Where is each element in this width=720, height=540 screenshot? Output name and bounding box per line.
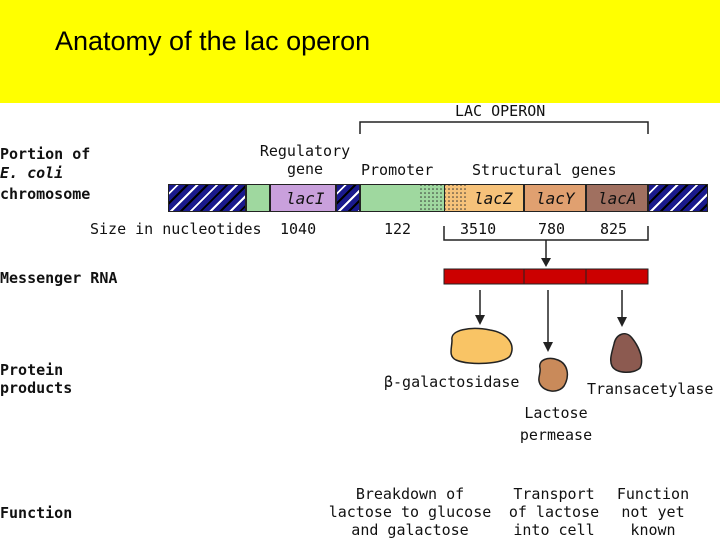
function-2-line1: Transport: [513, 485, 595, 503]
permease-label-line1: Lactose: [524, 404, 588, 422]
function-2-line2: of lactose: [508, 503, 600, 521]
permease-blob: [538, 357, 569, 392]
galactosidase-label: β-galactosidase: [384, 373, 520, 391]
row-label-protein: Protein: [0, 361, 64, 379]
lacI-segment: [270, 184, 336, 212]
chromosome-segment-right: [648, 184, 708, 212]
function-3-line2: not yet: [621, 503, 685, 521]
lacZ-dots: [445, 185, 467, 211]
operon-label: LAC OPERON: [455, 102, 546, 120]
size-label: Size in nucleotides: [90, 220, 262, 238]
permease-label-line2: permease: [519, 426, 593, 444]
function-2-line3: into cell: [513, 521, 595, 539]
row-label-ecoli: E. coli: [0, 164, 64, 182]
size-lacZ: 3510: [460, 220, 497, 238]
operon-bracket: [359, 121, 649, 134]
function-1-line2: lactose to glucose: [328, 503, 492, 521]
arrowhead-galactosidase: [475, 315, 485, 325]
size-lacY: 780: [538, 220, 566, 238]
structural-bracket: [443, 226, 649, 241]
chromosome-segment-mid: [336, 184, 360, 212]
gene-label: gene: [286, 160, 324, 178]
transacetylase-label: Transacetylase: [587, 380, 714, 398]
lacY-segment: [524, 184, 586, 212]
lacA-segment: [586, 184, 648, 212]
function-1-line3: and galactose: [351, 521, 469, 539]
page-title: Anatomy of the lac operon: [55, 26, 371, 56]
row-label-portion: Portion of: [0, 145, 91, 163]
row-label-mrna: Messenger RNA: [0, 269, 118, 287]
arrowhead-permease: [543, 342, 553, 352]
transacetylase-blob: [610, 333, 643, 373]
lacI-gene-label: lacI: [286, 189, 325, 208]
promoter-dots: [418, 185, 444, 211]
function-1-line1: Breakdown of: [355, 485, 465, 503]
lacA-gene-label: lacA: [598, 189, 637, 208]
function-3-line1: Function: [616, 485, 690, 503]
size-promoter: 122: [384, 220, 412, 238]
lacZ-gene-label: lacZ: [474, 189, 513, 208]
lacY-gene-label: lacY: [536, 189, 575, 208]
promoter-label: Promoter: [361, 161, 434, 179]
chromosome-green-segment: [246, 184, 270, 212]
regulatory-label: Regulatory: [259, 142, 351, 160]
size-lacA: 825: [600, 220, 628, 238]
row-label-chromosome: chromosome: [0, 185, 91, 203]
row-label-products: products: [0, 379, 73, 397]
mrna-bar: [443, 268, 649, 285]
structural-genes-label: Structural genes: [472, 161, 617, 179]
chromosome-segment-left: [168, 184, 246, 212]
row-label-function: Function: [0, 504, 73, 522]
function-3-line3: known: [630, 521, 676, 539]
arrowhead-transacetylase: [617, 317, 627, 327]
bracket-arrowhead: [541, 258, 551, 267]
galactosidase-blob: [450, 327, 513, 365]
size-lacI: 1040: [280, 220, 317, 238]
title-banner: Anatomy of the lac operon: [0, 0, 720, 103]
